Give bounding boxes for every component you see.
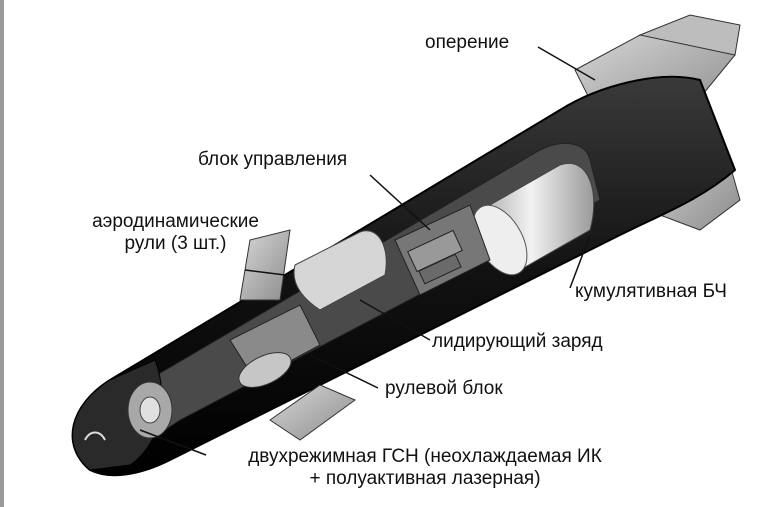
label-seeker-line2: + полуактивная лазерная) <box>309 468 541 489</box>
label-control-unit: блок управления <box>198 149 348 170</box>
label-aero-rudders-line1: аэродинамические <box>92 211 259 232</box>
label-steering-unit: рулевой блок <box>385 378 503 399</box>
label-aero-rudders-line2: рули (3 шт.) <box>124 233 227 254</box>
aero-rudder-top <box>239 229 291 301</box>
control-unit-shape <box>394 204 491 296</box>
label-lead-charge: лидирующий заряд <box>432 331 603 352</box>
leader-lines <box>139 46 596 456</box>
label-seeker-line1: двухрежимная ГСН (неохлаждаемая ИК <box>248 446 602 467</box>
label-fins: оперение <box>425 32 510 53</box>
label-seeker: двухрежимная ГСН (неохлаждаемая ИК + пол… <box>205 446 645 490</box>
steering-unit-shape <box>229 304 321 388</box>
seeker-head-shape <box>72 359 173 471</box>
aero-rudder-bottom <box>269 384 357 441</box>
label-aero-rudders: аэродинамические рули (3 шт.) <box>68 211 283 255</box>
left-edge-strip <box>0 0 4 507</box>
label-shaped-charge-warhead: кумулятивная БЧ <box>575 281 727 302</box>
lead-charge-shape <box>293 230 387 311</box>
